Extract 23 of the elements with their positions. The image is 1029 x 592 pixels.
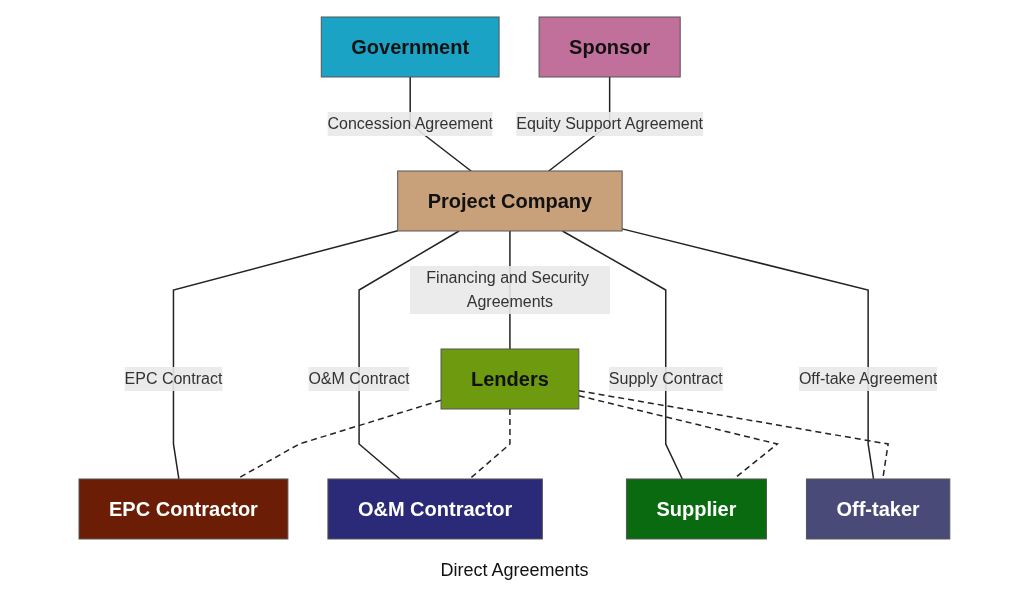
node-box: Lenders xyxy=(440,348,580,410)
node-box: O&M Contractor xyxy=(327,478,543,540)
note-text: Direct Agreements xyxy=(440,560,589,580)
edge-label: Concession Agreement xyxy=(327,115,493,132)
edge-label: Supply Contract xyxy=(608,369,723,387)
node-box: Sponsor xyxy=(538,16,681,78)
node-box: EPC Contractor xyxy=(78,478,289,540)
connector xyxy=(172,229,399,480)
connector xyxy=(358,230,460,480)
edge-label: Financing and Security Agreements xyxy=(426,268,590,310)
connector xyxy=(469,408,511,480)
connector xyxy=(578,395,780,480)
node-box: Off-taker xyxy=(806,478,951,540)
connector xyxy=(578,390,890,480)
edge-label: Off-take Agreement xyxy=(799,369,938,387)
edge-label: O&M Contract xyxy=(308,369,410,387)
node-box: Project Company xyxy=(397,170,623,232)
node-box: Government xyxy=(320,16,500,78)
connector xyxy=(621,228,875,480)
connector xyxy=(561,230,684,480)
edge-label: EPC Contract xyxy=(124,369,223,387)
edge-label: Equity Support Agreement xyxy=(516,115,704,132)
node-box: Supplier xyxy=(626,478,768,540)
